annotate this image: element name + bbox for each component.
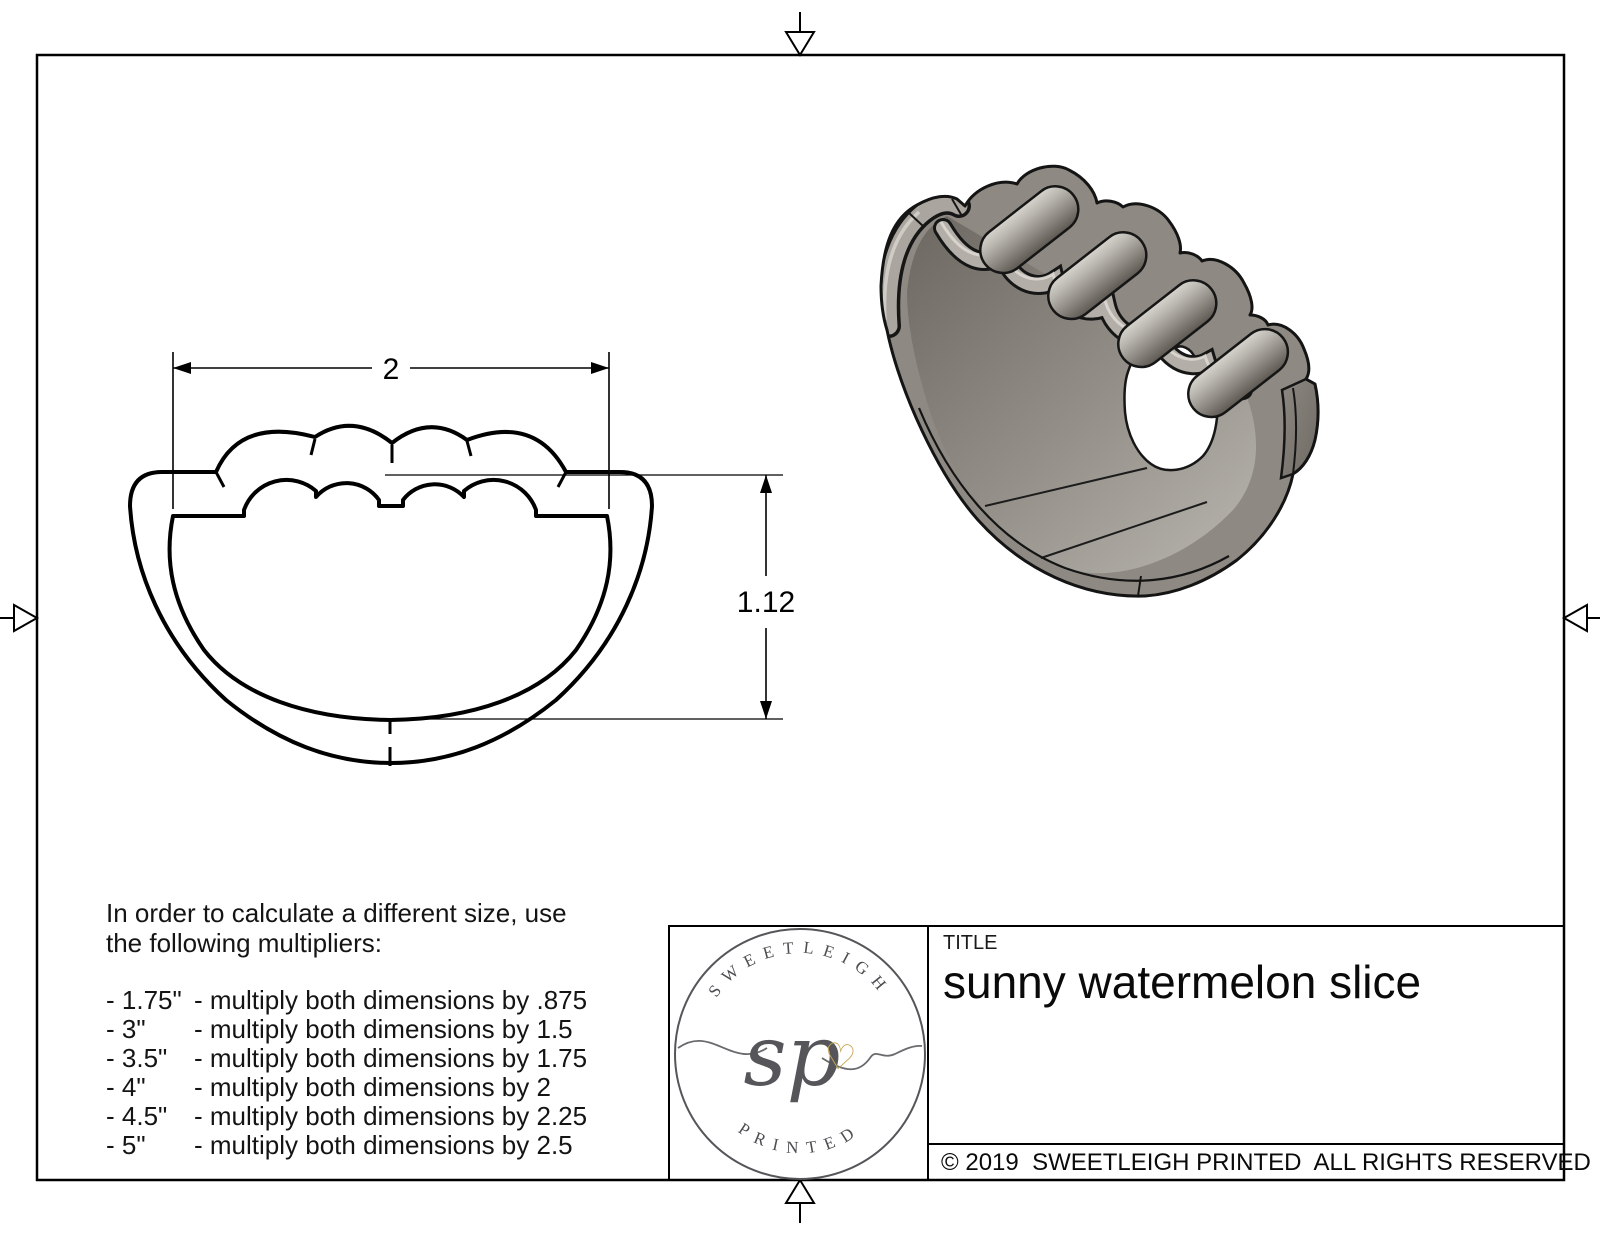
title-block: SWEETLEIGH PRINTED sp ♡ TITLE sunny wate… [668,925,1591,1181]
multiplier-row: - 3.5" - multiply both dimensions by 1.7… [106,1044,666,1073]
ridge-tubes [979,185,1290,419]
note-intro-line1: In order to calculate a different size, … [106,898,567,928]
multiplier-desc: - multiply both dimensions by 2 [194,1072,551,1102]
width-dimension: 2 [172,352,610,509]
multiplier-size: - 1.75" [106,985,182,1015]
multiplier-desc: - multiply both dimensions by 2.5 [194,1130,573,1160]
logo-arc-bottom: PRINTED [735,1119,865,1157]
note-intro-line2: the following multipliers: [106,928,383,958]
interior-seams [984,467,1208,559]
logo-circle [674,928,926,1180]
title-label: TITLE [943,932,998,954]
product-title: sunny watermelon slice [943,956,1422,1008]
bottom-wall-edge [917,407,1230,582]
height-dimension: 1.12 [385,474,795,720]
multiplier-size: - 3.5" [106,1043,168,1073]
cutter-outline [879,164,1320,598]
registration-mark-top [784,12,816,57]
logo-arc-top: SWEETLEIGH [704,938,895,1001]
multiplier-row: - 1.75" - multiply both dimensions by .8… [106,986,666,1015]
outer-profile [128,423,654,765]
title-cell: TITLE sunny watermelon slice © 2019 SWEE… [929,927,1591,1181]
multiplier-row: - 4" - multiply both dimensions by 2 [106,1073,666,1102]
logo-monogram: sp [744,1007,841,1105]
left-rim [881,190,971,338]
multiplier-size: - 4.5" [106,1101,168,1131]
bottom-tick [1137,575,1142,597]
front-view-drawing [128,423,654,766]
multiplier-size: - 4" [106,1072,146,1102]
inner-profile [167,477,613,722]
interior-wall [907,216,1257,574]
copyright-row: © 2019 SWEETLEIGH PRINTED ALL RIGHTS RES… [929,1143,1591,1181]
logo-swash-left [677,1040,768,1055]
logo-cell: SWEETLEIGH PRINTED sp ♡ [670,927,929,1181]
size-multiplier-note: In order to calculate a different size, … [106,898,666,1160]
multiplier-row: - 5" - multiply both dimensions by 2.5 [106,1131,666,1160]
multiplier-row: - 3" - multiply both dimensions by 1.5 [106,1015,666,1044]
registration-mark-left [0,603,40,633]
height-dimension-label: 1.12 [737,586,795,619]
multiplier-size: - 3" [106,1014,146,1044]
scallop-ticks [214,438,568,488]
registration-mark-bottom [784,1178,816,1223]
logo-swash-right [821,1044,923,1071]
logo-heart-icon: ♡ [821,1035,859,1080]
multiplier-desc: - multiply both dimensions by 2.25 [194,1101,588,1131]
multiplier-desc: - multiply both dimensions by 1.5 [194,1014,573,1044]
multiplier-desc: - multiply both dimensions by 1.75 [194,1043,588,1073]
multiplier-size: - 5" [106,1130,146,1160]
end-cap [1279,377,1318,480]
multiplier-desc: - multiply both dimensions by .875 [194,985,588,1015]
note-intro: In order to calculate a different size, … [106,898,666,958]
render-3d [879,164,1320,598]
multiplier-row: - 4.5" - multiply both dimensions by 2.2… [106,1102,666,1131]
brand-logo: SWEETLEIGH PRINTED sp ♡ [674,928,926,1180]
width-dimension-label: 2 [383,353,400,386]
registration-mark-right [1561,603,1600,633]
copyright-text: © 2019 SWEETLEIGH PRINTED ALL RIGHTS RES… [941,1149,1591,1176]
